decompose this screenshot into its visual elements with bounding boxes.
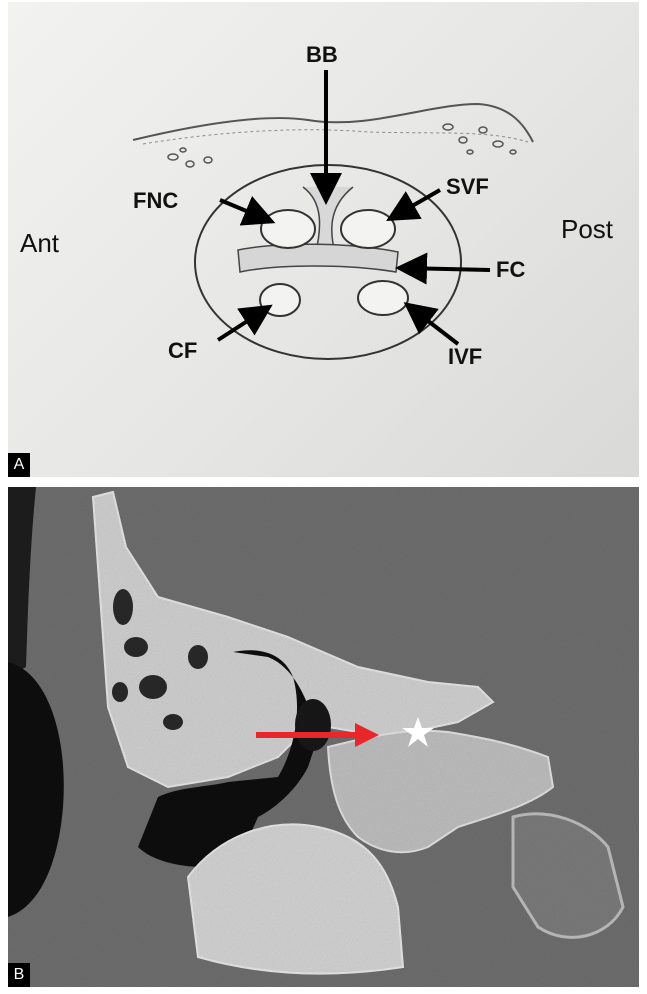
ct-scan (8, 487, 639, 987)
panel-a-drawing: BB FNC SVF Ant Post FC CF IVF A (8, 2, 639, 477)
arrow-fc (403, 268, 490, 270)
label-fc: FC (496, 257, 525, 283)
label-bb: BB (306, 42, 338, 68)
arrow-ivf (410, 307, 458, 344)
panel-b-ct-image: B (8, 487, 639, 987)
ear-drawing (8, 2, 639, 477)
label-ant: Ant (20, 228, 59, 259)
label-fnc: FNC (133, 188, 178, 214)
label-svf: SVF (446, 174, 489, 200)
label-post: Post (561, 214, 613, 245)
arrow-fnc (220, 200, 268, 220)
label-cf: CF (168, 338, 197, 364)
panel-a-corner-label: A (8, 453, 30, 477)
panel-b-corner-label: B (8, 963, 30, 987)
label-ivf: IVF (448, 344, 482, 370)
